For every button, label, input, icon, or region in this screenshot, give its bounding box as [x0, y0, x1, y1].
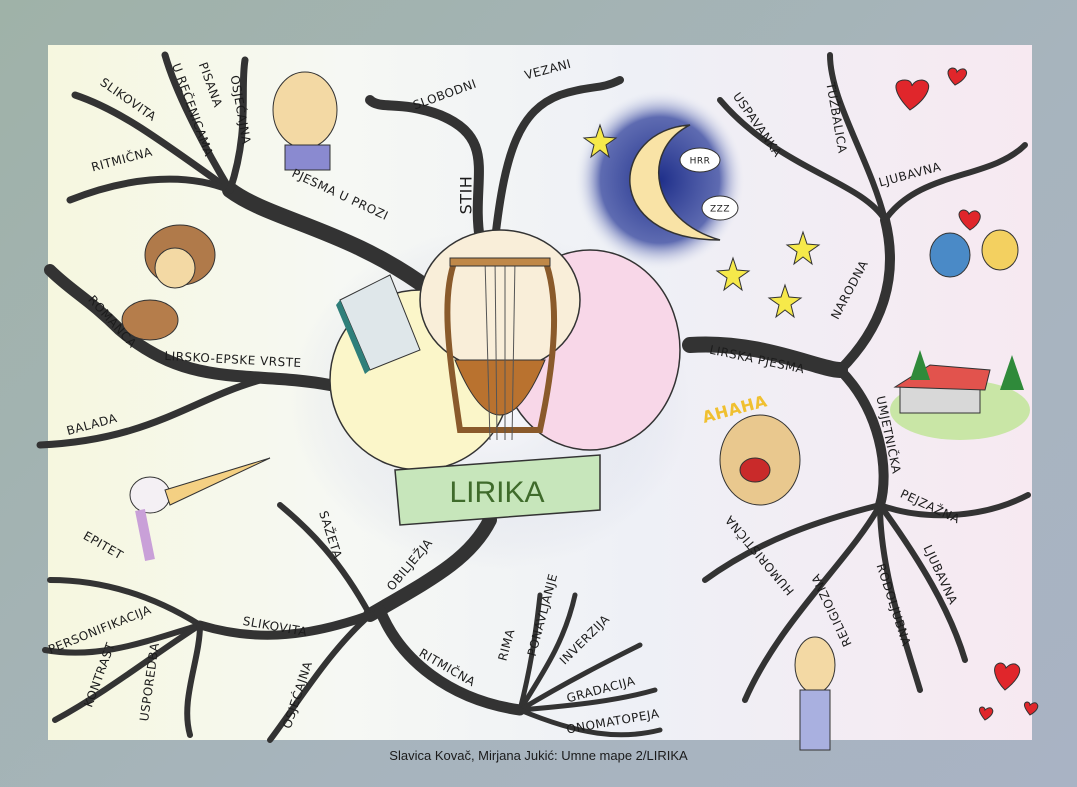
branch-obiljezja — [42, 502, 663, 743]
label-osjecajna-obiljezje: OSJEĆAJNA — [279, 659, 315, 730]
stars — [582, 123, 821, 319]
center-title: LIRIKA — [449, 476, 544, 509]
label-pejzazna: PEJZAŽNA — [898, 486, 963, 527]
label-pjesma-u-prozi: PJESMA U PROZI — [290, 166, 391, 223]
label-epitet: EPITET — [81, 529, 126, 563]
caption: Slavica Kovač, Mirjana Jukić: Umne mape … — [389, 748, 688, 763]
laughing-man-illustration: AHAHA — [700, 391, 801, 506]
label-inverzija: INVERZIJA — [557, 612, 613, 668]
branch-stih — [365, 76, 624, 245]
girl-guitar-illustration — [121, 224, 216, 341]
lyre-illustration — [444, 257, 558, 441]
moon-glow — [575, 90, 745, 270]
crying-boy-illustration — [272, 71, 338, 171]
label-usporedba: USPOREDBA — [137, 641, 162, 722]
label-rodoljubna: RODOLJUBNA — [874, 562, 914, 648]
label-osjecajna: OSJEĆAJNA — [228, 74, 255, 146]
moon-illustration: HRR ZZZ — [629, 124, 739, 241]
label-vezani: VEZANI — [523, 57, 573, 83]
boy-standing-illustration — [794, 636, 836, 751]
label-stih: STIH — [457, 176, 476, 215]
label-sazeta: SAŽETA — [316, 509, 346, 561]
house-illustration — [890, 350, 1030, 440]
label-slobodni: SLOBODNI — [411, 77, 478, 113]
moon-bubble-zzz: ZZZ — [710, 205, 730, 215]
label-pisana: PISANA — [196, 60, 225, 109]
bird-illustration — [129, 457, 271, 561]
branch-lirska-pjesma — [682, 52, 1031, 703]
branch-lirsko-epske — [36, 264, 336, 449]
label-rima: RIMA — [496, 627, 518, 662]
label-ponavljanje: PONAVLJANJE — [525, 572, 561, 658]
moon-bubble-hrr: HRR — [690, 157, 711, 167]
hearts — [895, 67, 1039, 721]
label-narodna: NARODNA — [828, 258, 871, 322]
label-ritmicna-proza: RITMIČNA — [90, 144, 155, 175]
label-humoristicna: HUMORISTIČNA — [721, 512, 797, 598]
center-banner: LIRIKA — [394, 454, 601, 526]
book-illustration — [336, 274, 421, 374]
birds-pair-illustration — [929, 229, 1019, 278]
branch-pjesma-u-prozi — [66, 51, 438, 298]
